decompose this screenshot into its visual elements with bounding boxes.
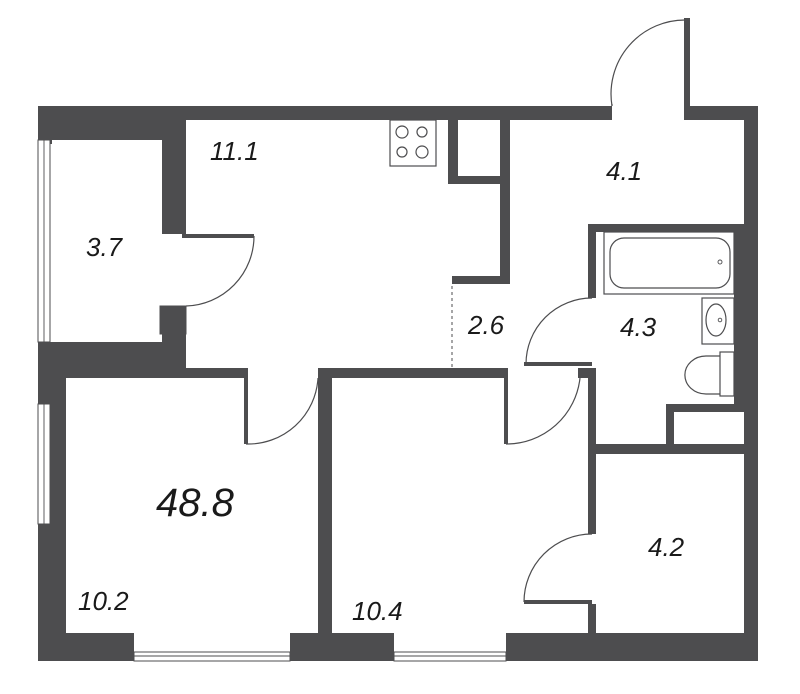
windows: [37, 139, 507, 662]
room-labels: 11.1 3.7 4.1 2.6 4.3 10.2 10.4 4.2 48.8: [78, 136, 685, 626]
stove-icon: [389, 119, 437, 167]
room-middle-window: [393, 651, 507, 662]
bathtub-icon: [603, 231, 735, 295]
corridor-area-label: 2.6: [467, 310, 505, 340]
entrance-hall-area-label: 4.1: [606, 156, 642, 186]
total-area-label: 48.8: [156, 481, 235, 525]
sink-icon: [701, 297, 735, 345]
outer-walls: [38, 106, 758, 661]
storage-area-label: 4.2: [648, 532, 685, 562]
toilet-icon: [684, 351, 735, 397]
bathroom-area-label: 4.3: [620, 312, 657, 342]
entrance-door: [610, 18, 690, 120]
room-middle-area-label: 10.4: [352, 596, 403, 626]
interior-doors: [182, 234, 593, 604]
room-left-area-label: 10.2: [78, 586, 129, 616]
balcony-area-label: 3.7: [86, 232, 124, 262]
interior-walls: [159, 106, 748, 638]
room-left-bottom-window: [133, 651, 291, 662]
kitchen-area-label: 11.1: [210, 136, 259, 166]
